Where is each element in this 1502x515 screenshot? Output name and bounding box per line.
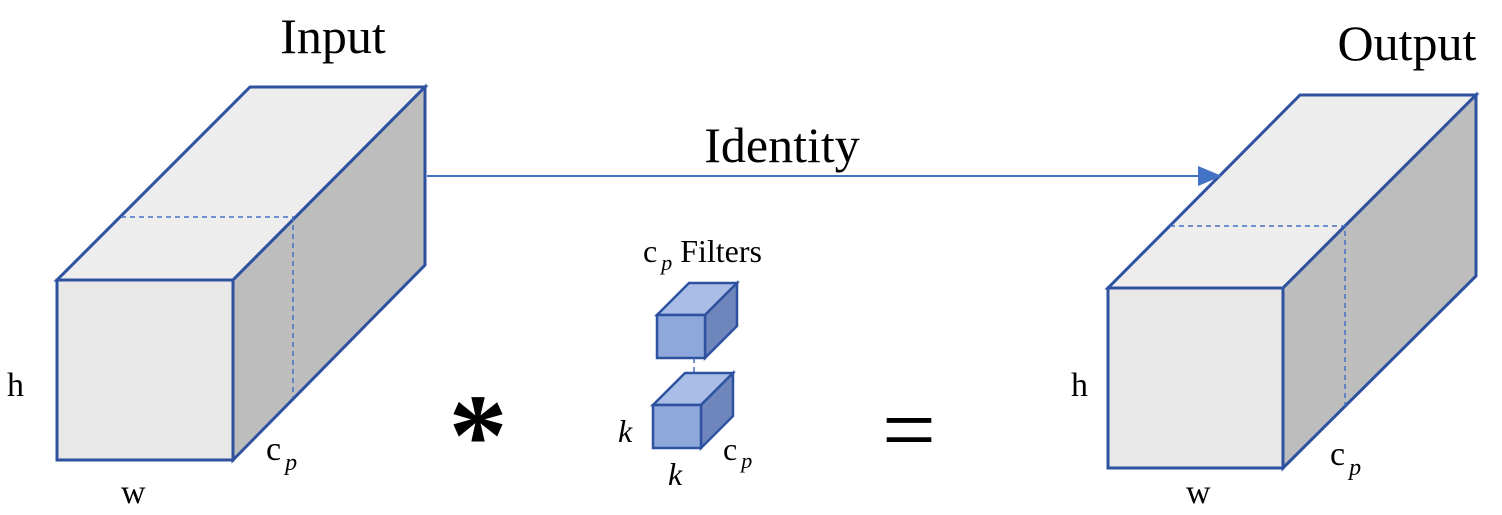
identity-arrowhead [1198,166,1222,186]
output-w-label: w [1186,474,1211,511]
input-title: Input [280,8,386,64]
input-w-label: w [121,474,146,511]
output-slice-dashed [1170,225,1346,406]
equals-operator: = [882,376,936,483]
filter-k-bottom-label: k [668,456,683,492]
output-front-face [1106,286,1285,470]
input-tensor [53,83,429,464]
identity-arrow [427,166,1222,186]
filter-cube-bottom [649,369,737,452]
input-h-label: h [7,367,24,404]
convolve-operator: * [449,370,508,501]
output-h-label: h [1071,367,1088,404]
input-front-face [55,278,235,462]
filter-k-left-label: k [618,413,633,449]
filter-stack [649,279,741,452]
input-slice-dashed [121,216,294,398]
identity-label: Identity [704,117,860,173]
output-title: Output [1338,15,1477,71]
filter-cube-top [653,279,741,362]
output-tensor [1104,91,1480,472]
